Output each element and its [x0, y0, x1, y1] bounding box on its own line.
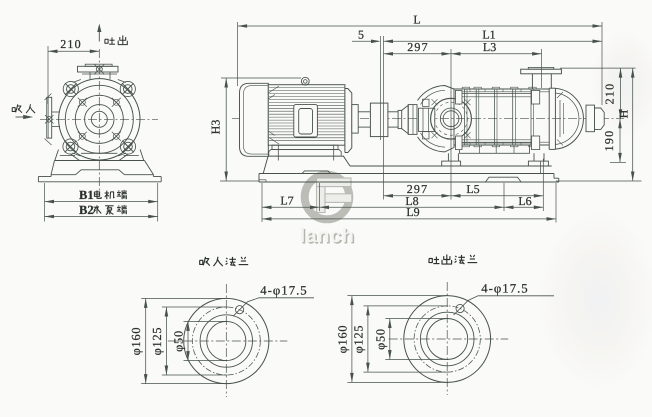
svg-text:L5: L5: [466, 182, 479, 196]
svg-text:L9: L9: [406, 205, 419, 219]
svg-text:L6: L6: [518, 194, 531, 208]
svg-text:lanch: lanch: [301, 227, 356, 249]
svg-text:φ50: φ50: [373, 328, 387, 350]
svg-text:L3: L3: [483, 40, 496, 54]
svg-text:4-φ17.5: 4-φ17.5: [260, 284, 307, 298]
svg-text:210: 210: [603, 83, 617, 105]
svg-text:φ50: φ50: [172, 330, 186, 352]
svg-text:297: 297: [407, 182, 429, 196]
svg-text:L: L: [413, 13, 420, 27]
svg-text:297: 297: [407, 40, 429, 54]
svg-text:φ125: φ125: [351, 325, 365, 354]
svg-text:190: 190: [602, 130, 616, 152]
svg-text:B1: B1: [79, 188, 94, 202]
svg-text:B2: B2: [79, 203, 94, 217]
svg-text:φ160: φ160: [129, 327, 143, 356]
svg-text:210: 210: [60, 37, 82, 51]
svg-text:φ160: φ160: [335, 325, 349, 354]
svg-text:H: H: [617, 109, 631, 118]
svg-text:4-φ17.5: 4-φ17.5: [481, 282, 528, 296]
svg-text:L7: L7: [280, 194, 293, 208]
svg-text:L8: L8: [405, 194, 418, 208]
svg-text:φ125: φ125: [150, 327, 164, 356]
svg-text:lanch: lanch: [300, 225, 355, 247]
svg-text:L1: L1: [482, 28, 495, 42]
svg-text:H3: H3: [209, 120, 223, 135]
svg-text:5: 5: [358, 28, 364, 42]
